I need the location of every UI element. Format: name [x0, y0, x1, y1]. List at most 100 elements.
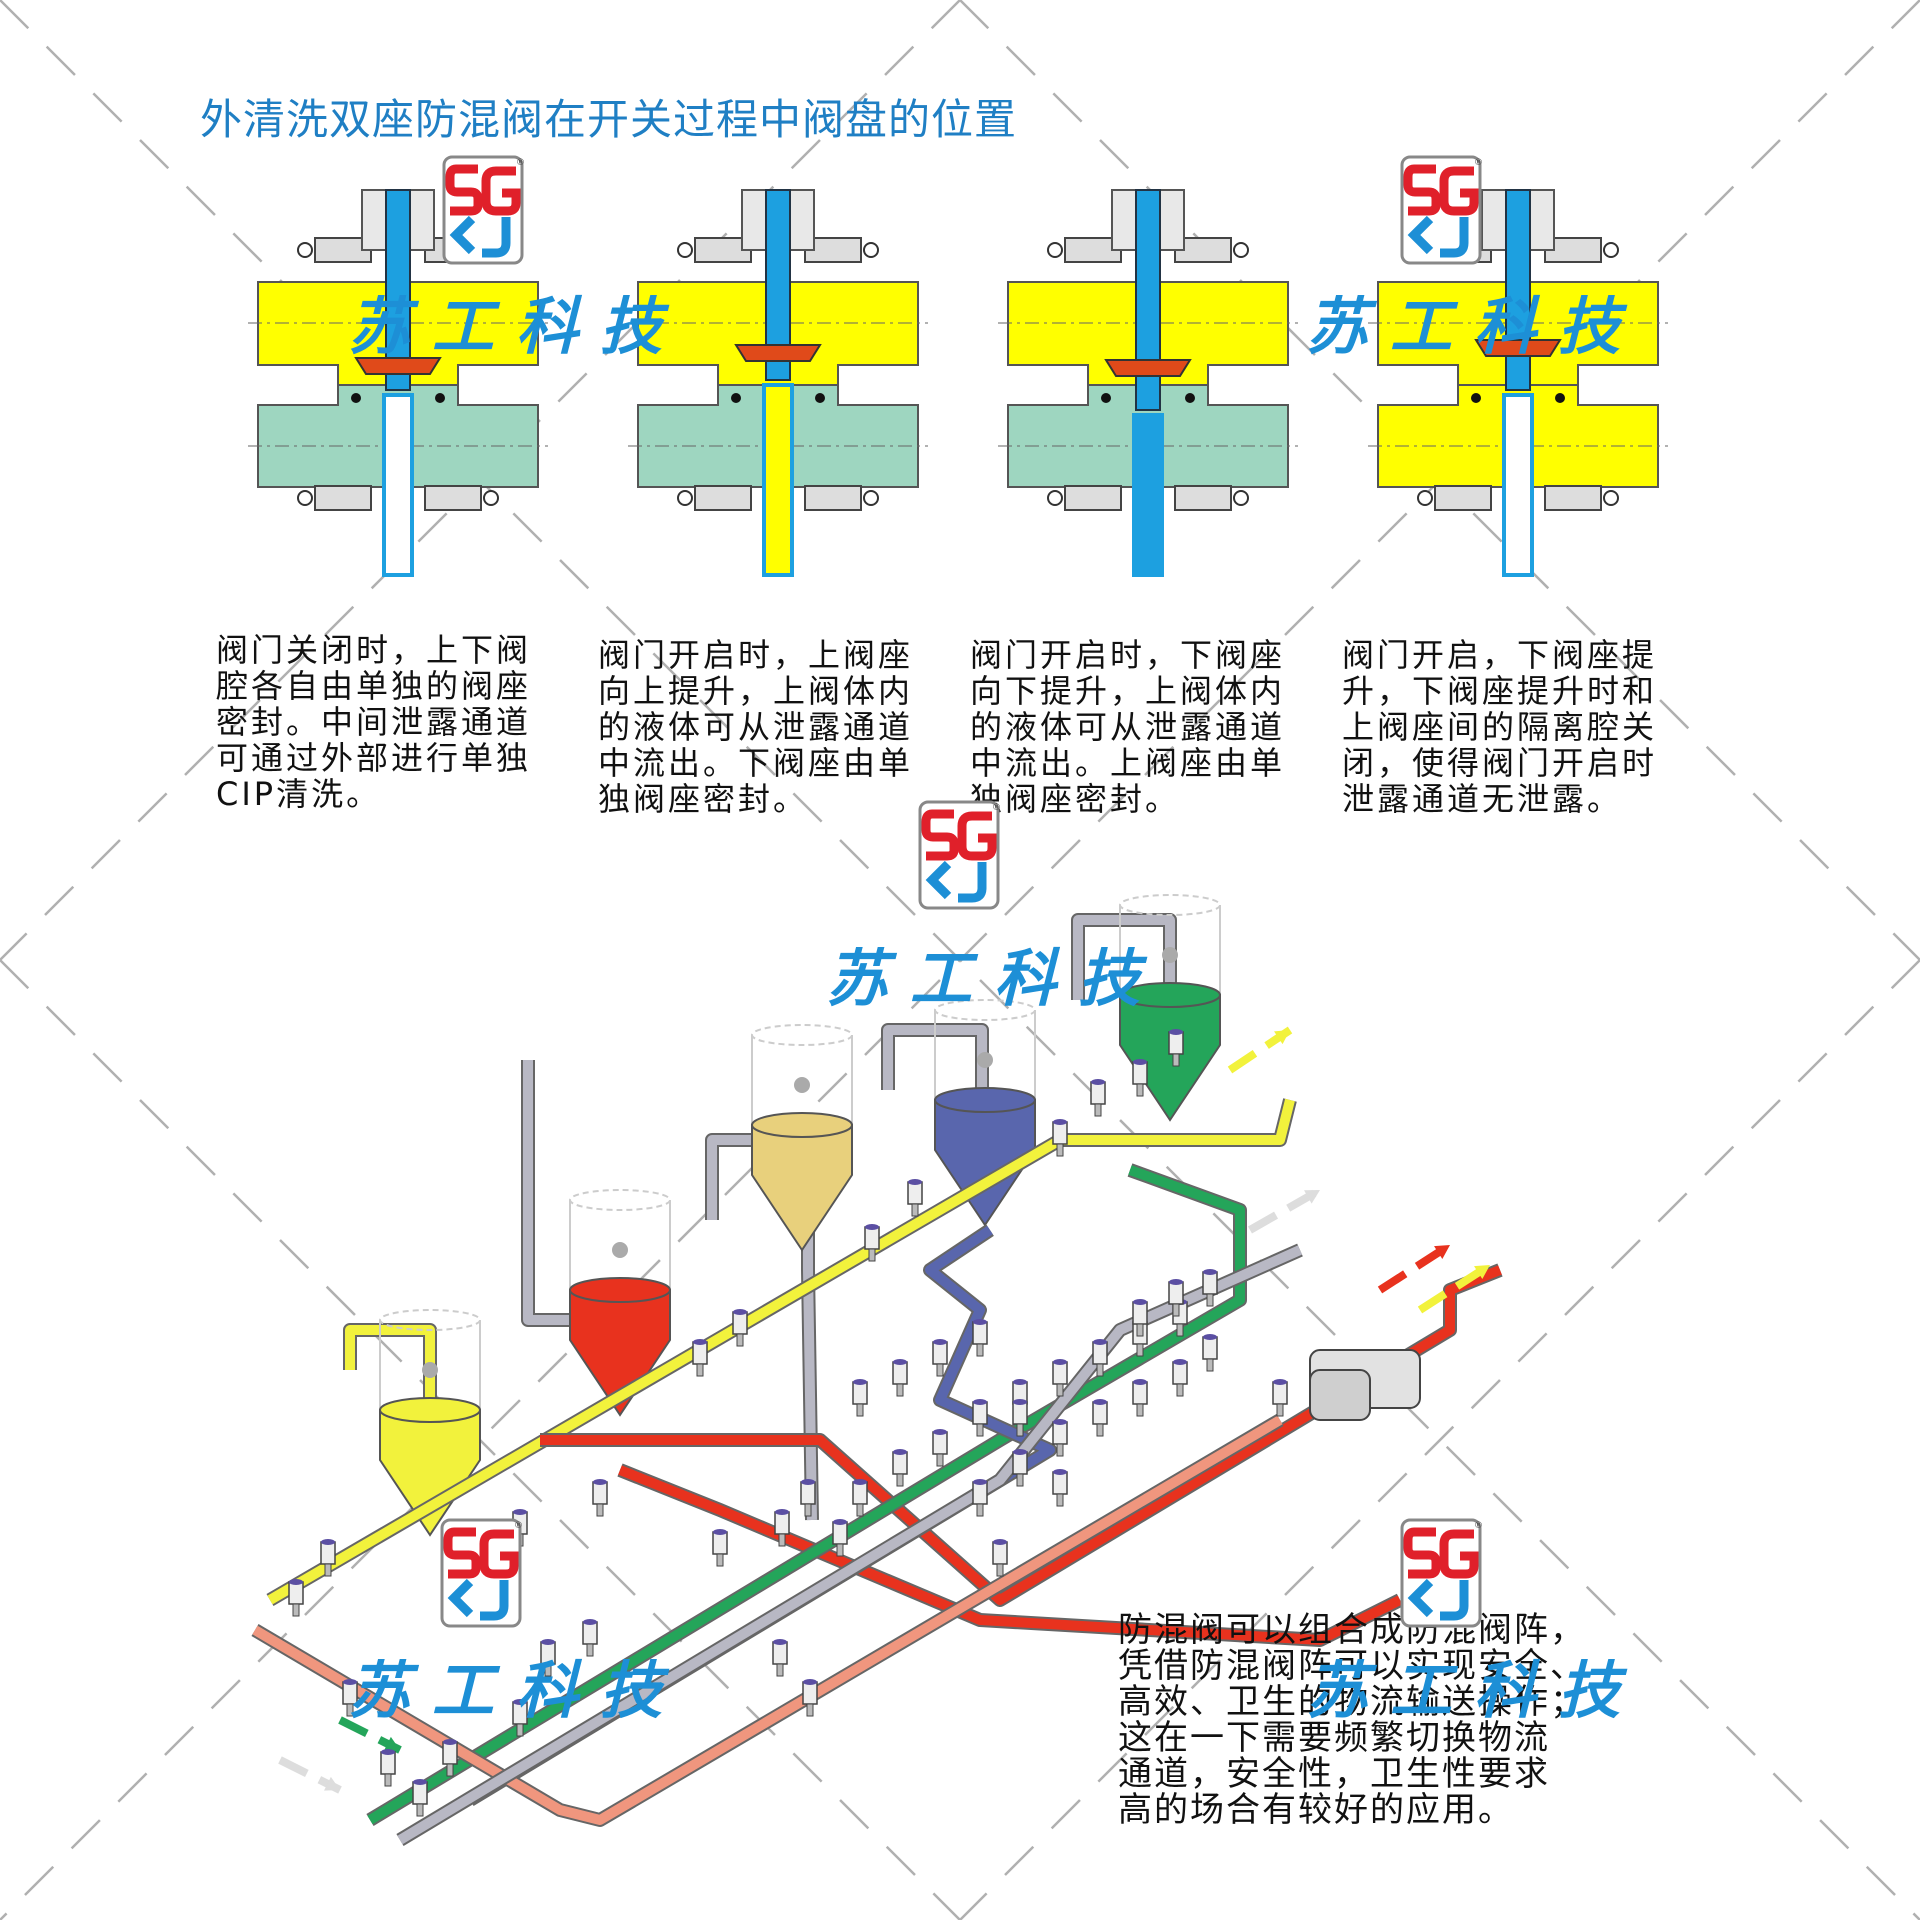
pipe-salmon-cip	[252, 1415, 1283, 1825]
logo-letter-k	[447, 1578, 474, 1618]
valve	[892, 1359, 908, 1397]
logo-letter-g	[479, 1529, 519, 1579]
valve	[380, 1749, 396, 1787]
valve-cap	[908, 1179, 922, 1185]
valve	[802, 1679, 818, 1717]
valve-actuator	[774, 1511, 790, 1535]
valve-stem	[385, 189, 411, 391]
valve-cap	[993, 1539, 1007, 1545]
logo-letter-g	[1439, 1529, 1479, 1579]
registered-mark: ®	[992, 803, 1000, 813]
clamp-bolt	[1603, 242, 1619, 258]
valve-body	[1016, 1473, 1024, 1487]
valve-body	[911, 1203, 919, 1217]
valve-cap	[321, 1539, 335, 1545]
valve-body	[716, 1553, 724, 1567]
valve-actuator	[380, 1751, 396, 1775]
valve-actuator	[1172, 1361, 1188, 1385]
valve	[772, 1639, 788, 1677]
valve-cap	[413, 1779, 427, 1785]
flow-arrow-gray-head	[1304, 1190, 1320, 1204]
valve-body	[1056, 1143, 1064, 1157]
sg-kj-logo: ®	[440, 1518, 523, 1628]
tank-surface	[934, 1087, 1036, 1113]
logo-letter-k	[1407, 1578, 1434, 1618]
sg-kj-logo: ®	[1400, 155, 1483, 265]
logo-letter-s	[443, 1527, 481, 1579]
valve-actuator	[892, 1451, 908, 1475]
pipe-yellow-feed	[345, 1325, 435, 1400]
tank-surface	[379, 1397, 481, 1423]
valve-cap	[513, 1509, 527, 1515]
valve-cap	[801, 1479, 815, 1485]
logo-letter-k	[449, 215, 476, 255]
clamp-bolt	[297, 490, 313, 506]
valve-actuator	[1012, 1401, 1028, 1425]
valve-seat-seal	[734, 344, 822, 362]
valve-cap	[1133, 1299, 1147, 1305]
valve-body	[856, 1503, 864, 1517]
valve-section-lower-seat-lowered	[998, 189, 1298, 577]
valve-actuator	[1052, 1361, 1068, 1385]
valve-body	[1206, 1358, 1214, 1372]
panel-description-upper-open: 阀门开启时，上阀座向上提升，上阀体内的液体可从泄露通道中流出。下阀座由单独阀座密…	[598, 636, 914, 818]
valve-body	[1206, 1293, 1214, 1307]
clamp-bolt	[483, 490, 499, 506]
valve	[1012, 1449, 1028, 1487]
valve	[932, 1339, 948, 1377]
valve	[1202, 1334, 1218, 1372]
tank-surface	[569, 1277, 671, 1303]
clamp-bolt	[677, 490, 693, 506]
tank-top	[569, 1189, 671, 1211]
tank-inlet	[1162, 947, 1178, 963]
valve-section-upper-seat-lifted	[628, 189, 928, 577]
pipe-yellow-header	[267, 1098, 1295, 1605]
valve-cap	[973, 1399, 987, 1405]
brand-watermark: 苏工科技	[1306, 290, 1643, 363]
clamp-bolt	[863, 490, 879, 506]
clamp-flange	[314, 485, 372, 511]
valve-cap	[893, 1449, 907, 1455]
valve-body	[778, 1533, 786, 1547]
registered-mark: ®	[516, 158, 524, 168]
tank-product	[751, 1124, 853, 1252]
valve-cap	[933, 1339, 947, 1345]
valve-actuator	[1202, 1336, 1218, 1360]
valve	[932, 1429, 948, 1467]
tank-green	[1119, 894, 1221, 1122]
valve-actuator	[1168, 1281, 1184, 1305]
valve-body	[596, 1503, 604, 1517]
valve-cap	[1053, 1469, 1067, 1475]
valve-cap	[583, 1619, 597, 1625]
valve-body	[1136, 1343, 1144, 1357]
valve-cap	[1173, 1359, 1187, 1365]
valve-cap	[541, 1639, 555, 1645]
valve-cap	[775, 1509, 789, 1515]
flow-arrow-red-head	[1434, 1245, 1450, 1260]
valve-body	[1176, 1323, 1184, 1337]
valve-body	[806, 1703, 814, 1717]
tank-top	[1119, 894, 1221, 916]
valve-seat-seal	[1104, 359, 1192, 377]
valve-body	[586, 1643, 594, 1657]
tank-surface	[1119, 982, 1221, 1008]
logo-letter-k	[1407, 215, 1434, 255]
valve-actuator	[592, 1481, 608, 1505]
valve-body	[896, 1383, 904, 1397]
clamp-bolt	[1233, 242, 1249, 258]
valve-cap	[1203, 1269, 1217, 1275]
flow-arrow-gray-inlet-head	[324, 1776, 340, 1791]
panel-description-fully-open: 阀门开启，下阀座提升，下阀座提升时和上阀座间的隔离腔关闭，使得阀门开启时泄露通道…	[1342, 636, 1658, 818]
valve-body	[976, 1343, 984, 1357]
valve-cap	[1053, 1359, 1067, 1365]
valve-body	[868, 1248, 876, 1262]
valve	[692, 1339, 708, 1377]
valve-cap	[1013, 1399, 1027, 1405]
valve	[972, 1319, 988, 1357]
valve-body	[1096, 1363, 1104, 1377]
registered-mark: ®	[514, 1521, 522, 1531]
valve	[732, 1309, 748, 1347]
valve	[1052, 1419, 1068, 1457]
o-ring	[1185, 393, 1195, 403]
valve-cap	[933, 1429, 947, 1435]
